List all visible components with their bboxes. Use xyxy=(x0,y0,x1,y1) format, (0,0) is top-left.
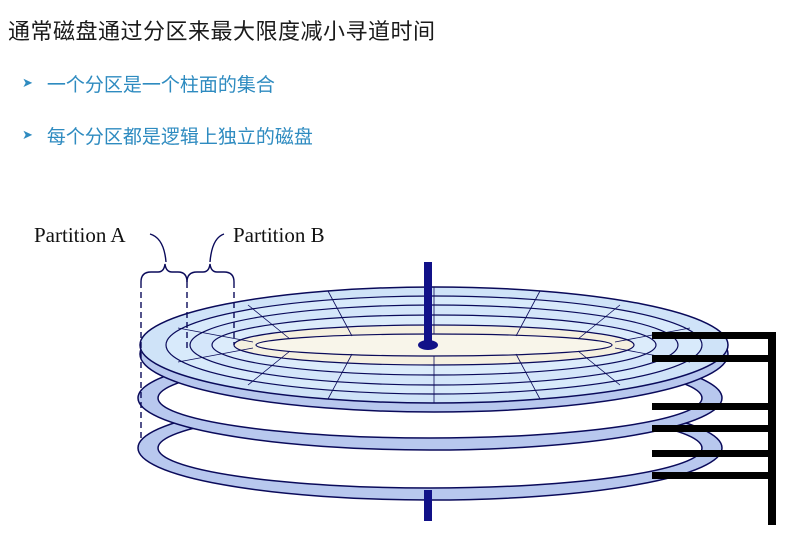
arrow-bullet-icon: ➤ xyxy=(22,128,33,143)
partition-guides xyxy=(140,282,235,440)
partition-braces xyxy=(140,263,235,283)
arrow-bullet-icon: ➤ xyxy=(22,76,33,91)
partition-a-label: Partition A xyxy=(34,223,126,247)
bullet-item-1: ➤ 一个分区是一个柱面的集合 xyxy=(22,70,275,97)
partition-b-label: Partition B xyxy=(233,223,325,247)
bullet-text-2: 每个分区都是逻辑上独立的磁盘 xyxy=(46,126,313,148)
bullet-text-1: 一个分区是一个柱面的集合 xyxy=(46,74,275,96)
label-leaders xyxy=(149,233,225,263)
actuator-arm xyxy=(652,332,776,525)
bullet-item-2: ➤ 每个分区都是逻辑上独立的磁盘 xyxy=(22,122,313,149)
top-platter xyxy=(139,286,729,413)
spindle xyxy=(418,262,438,521)
slide-title: 通常磁盘通过分区来最大限度减小寻道时间 xyxy=(8,20,436,45)
